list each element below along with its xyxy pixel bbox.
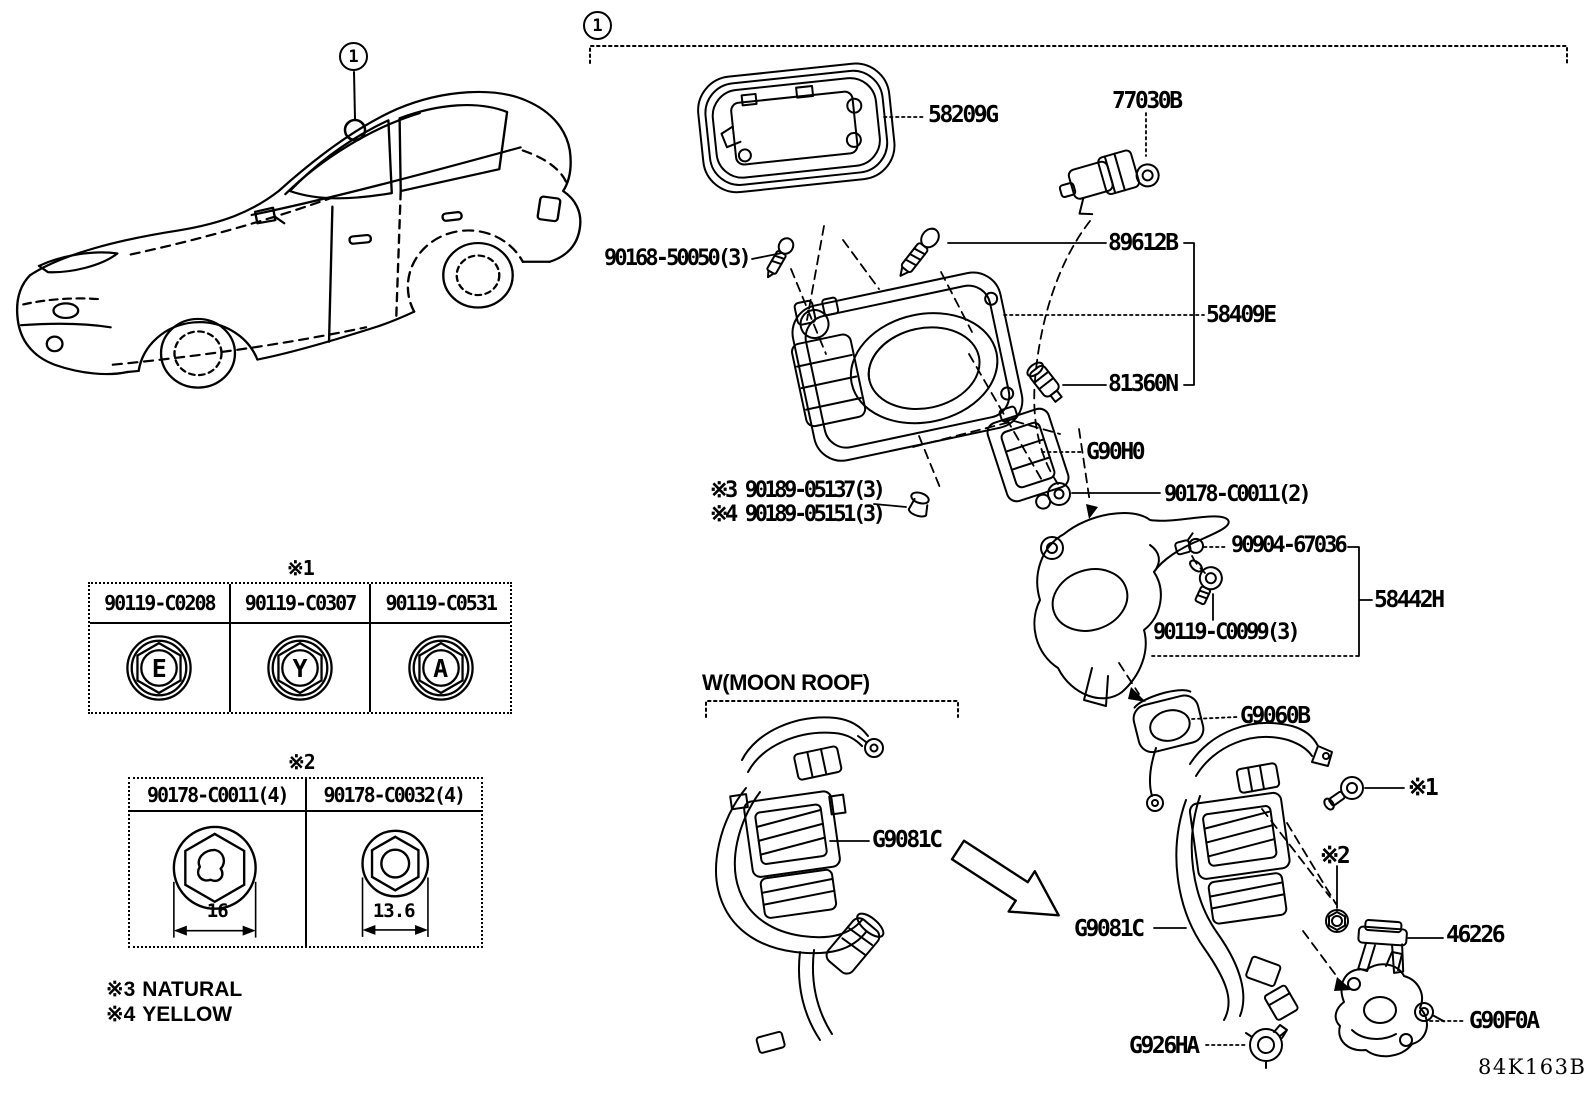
- note-text: YELLOW: [142, 1003, 233, 1026]
- part-label-77030b: 77030B: [1112, 88, 1183, 114]
- table2-body: 16 13.6: [130, 812, 481, 946]
- nut-letter: E: [151, 653, 167, 683]
- nut-variant-table: 90119-C0208 90119-C0307 90119-C0531 E: [88, 582, 512, 714]
- table2-cell: 16: [130, 812, 307, 946]
- part-label-90178c0011-2: 90178-C0011(2): [1164, 482, 1312, 507]
- harness-moonroof: [715, 716, 885, 1054]
- table1-col-header: 90119-C0307: [231, 584, 372, 622]
- leader-lines: [751, 242, 1444, 939]
- part-label-89612b: 89612B: [1108, 230, 1179, 256]
- part-label-90119c0099: 90119-C0099(3): [1153, 620, 1301, 645]
- note-ref: ※4: [106, 1003, 136, 1026]
- part-label-90904: 90904-67036: [1231, 533, 1348, 558]
- ref-label-1: ※1: [1408, 775, 1439, 801]
- retainer-bracket-part: [1033, 512, 1230, 707]
- part-label-46226: 46226: [1446, 922, 1506, 948]
- guide-arrowhead: [1128, 687, 1146, 702]
- part-label-58442h: 58442H: [1374, 587, 1445, 613]
- section-marker: 1: [583, 11, 612, 40]
- table2-header: 90178-C0011(4) 90178-C0032(4): [130, 779, 481, 812]
- hex-nut-icon: A: [396, 623, 486, 713]
- screw-icon: [899, 227, 940, 277]
- lock-actuator-part: [1058, 149, 1160, 216]
- table2-ref: ※2: [288, 750, 316, 774]
- car-callout-marker: 1: [339, 42, 368, 71]
- striker-part: [1026, 361, 1063, 403]
- part-label-g90h0: G90H0: [1086, 439, 1146, 465]
- table1-col-header: 90119-C0208: [90, 584, 231, 622]
- direction-arrow: [950, 839, 1060, 917]
- note-ref: ※3: [106, 978, 136, 1001]
- table1-cell: E: [90, 624, 231, 712]
- table1-cell: A: [371, 624, 510, 712]
- part-label-g90f0a: G90F0A: [1469, 1008, 1540, 1034]
- nut-letter: A: [433, 653, 449, 683]
- table1-cell: Y: [231, 624, 372, 712]
- part-label-90189-05151: ※4 90189-05151(3): [710, 502, 886, 527]
- note-yellow: ※4 YELLOW: [106, 1004, 232, 1025]
- bolt-icon: [1323, 776, 1364, 811]
- part-label-g926ha: G926HA: [1129, 1033, 1200, 1059]
- fuel-lid-assembly: [790, 271, 1024, 462]
- gasket-part: [697, 62, 896, 194]
- hex-nut-icon: Y: [255, 623, 345, 713]
- note-natural: ※3 NATURAL: [106, 979, 242, 1000]
- table1-col-header: 90119-C0531: [385, 591, 497, 615]
- clip-icon: [907, 491, 930, 518]
- table1-ref: ※1: [287, 556, 315, 580]
- nut-icon: [1325, 909, 1349, 933]
- nut-letter: Y: [292, 653, 308, 683]
- nut-dimension: 13.6: [372, 900, 416, 922]
- camera-bracket-part: [986, 405, 1070, 510]
- hex-nut-icon: [360, 829, 429, 937]
- car-illustration: [15, 90, 582, 389]
- part-label-g9081c-right: G9081C: [1074, 916, 1145, 942]
- nut-dimension: 16: [206, 900, 229, 922]
- washer-icon: [1189, 559, 1203, 573]
- flange-nut-icon: [172, 825, 257, 938]
- camera-retainer-part: [1334, 951, 1445, 1058]
- table2-col-header: 90178-C0011(4): [130, 779, 307, 810]
- rear-camera-part: [1132, 689, 1205, 812]
- moonroof-bracket: [705, 700, 959, 718]
- grommet-icon: [1047, 482, 1071, 506]
- part-label-58409e: 58409E: [1206, 302, 1277, 328]
- table2-cell: 13.6: [307, 812, 482, 946]
- ref-label-2: ※2: [1320, 843, 1351, 869]
- table1-header: 90119-C0208 90119-C0307 90119-C0531: [90, 584, 510, 624]
- guide-arrowhead: [1086, 504, 1098, 519]
- table1-body: E Y: [90, 624, 510, 712]
- callout-line: [353, 71, 356, 120]
- assembly-guide-lines: [790, 220, 1337, 975]
- part-label-g9060b: G9060B: [1240, 703, 1311, 729]
- table2-col-header: 90178-C0032(4): [323, 782, 466, 807]
- leader-lines-dotted: [883, 112, 1467, 1046]
- part-label-58209g: 58209G: [928, 102, 999, 128]
- grommet-icon: [1245, 1024, 1288, 1069]
- screw-icon: [766, 237, 795, 279]
- moonroof-section-label: W(MOON ROOF): [702, 670, 870, 695]
- note-text: NATURAL: [142, 978, 243, 1001]
- clamp-part: [1357, 919, 1408, 974]
- screw-icon: [1194, 566, 1223, 606]
- part-label-90189-05137: ※3 90189-05137(3): [710, 478, 886, 503]
- section-bracket: [589, 45, 1568, 64]
- part-label-g9081c-left: G9081C: [872, 827, 943, 853]
- harness-right: [1175, 722, 1333, 1021]
- part-label-81360n: 81360N: [1108, 371, 1179, 397]
- nut-size-table: 90178-C0011(4) 90178-C0032(4) 16: [128, 777, 483, 948]
- part-label-90168: 90168-50050(3): [604, 246, 752, 271]
- hex-nut-icon: E: [114, 623, 204, 713]
- diagram-code: 84K163B: [1478, 1055, 1587, 1079]
